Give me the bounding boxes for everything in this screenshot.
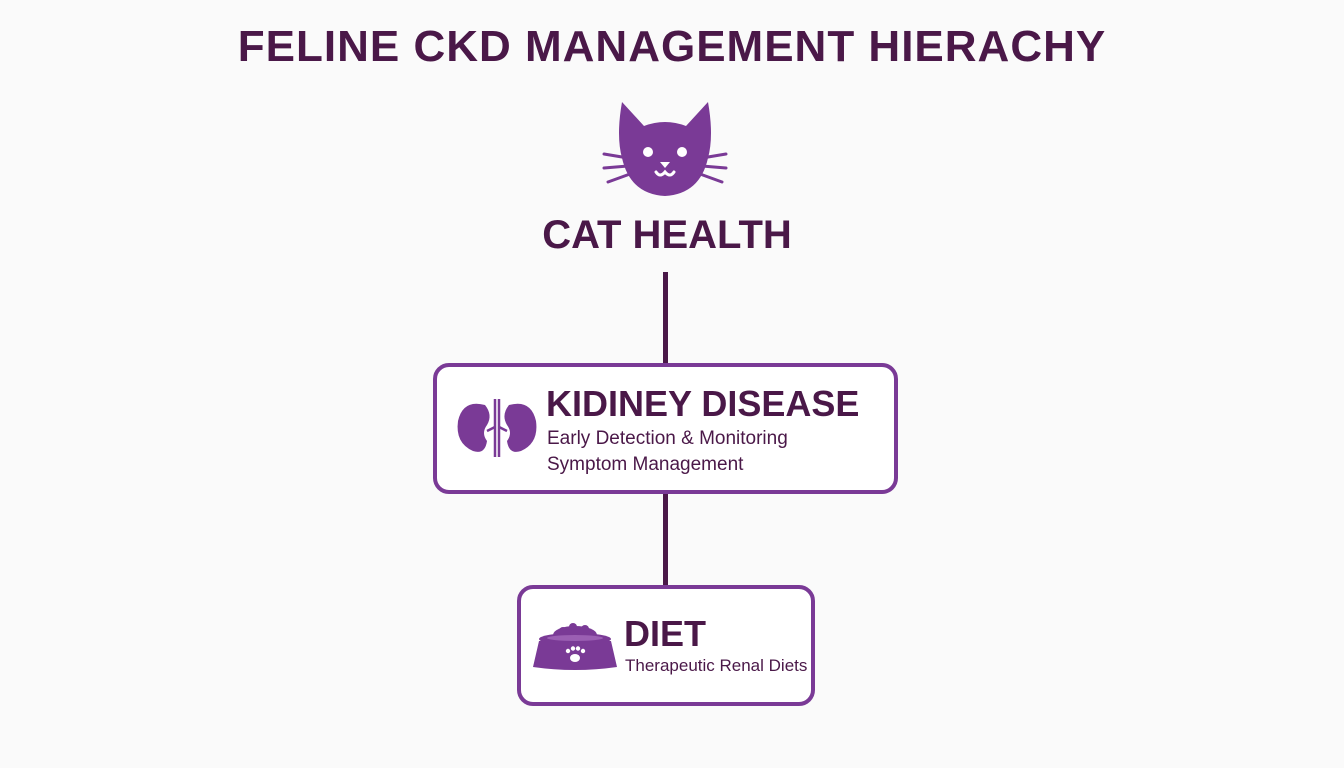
root-node-label: CAT HEALTH <box>542 213 792 257</box>
node-diet: DIET Therapeutic Renal Diets <box>517 585 815 706</box>
diagram-title: FELINE CKD MANAGEMENT HIERACHY <box>237 22 1107 71</box>
node-title-kidney-disease: KIDINEY DISEASE <box>546 383 860 424</box>
food-bowl-icon <box>533 623 617 670</box>
node-kidney-disease: KIDINEY DISEASE Early Detection & Monito… <box>433 363 898 494</box>
kidney-icon <box>457 399 537 457</box>
node-line-early-detection: Early Detection & Monitoring <box>547 428 788 449</box>
connector-kidney-to-diet <box>663 494 668 586</box>
cat-icon <box>602 102 728 196</box>
node-line-symptom-management: Symptom Management <box>547 454 744 475</box>
connector-root-to-kidney <box>663 272 668 364</box>
node-line-therapeutic-renal-diets: Therapeutic Renal Diets <box>625 656 808 675</box>
node-title-diet: DIET <box>624 613 707 654</box>
